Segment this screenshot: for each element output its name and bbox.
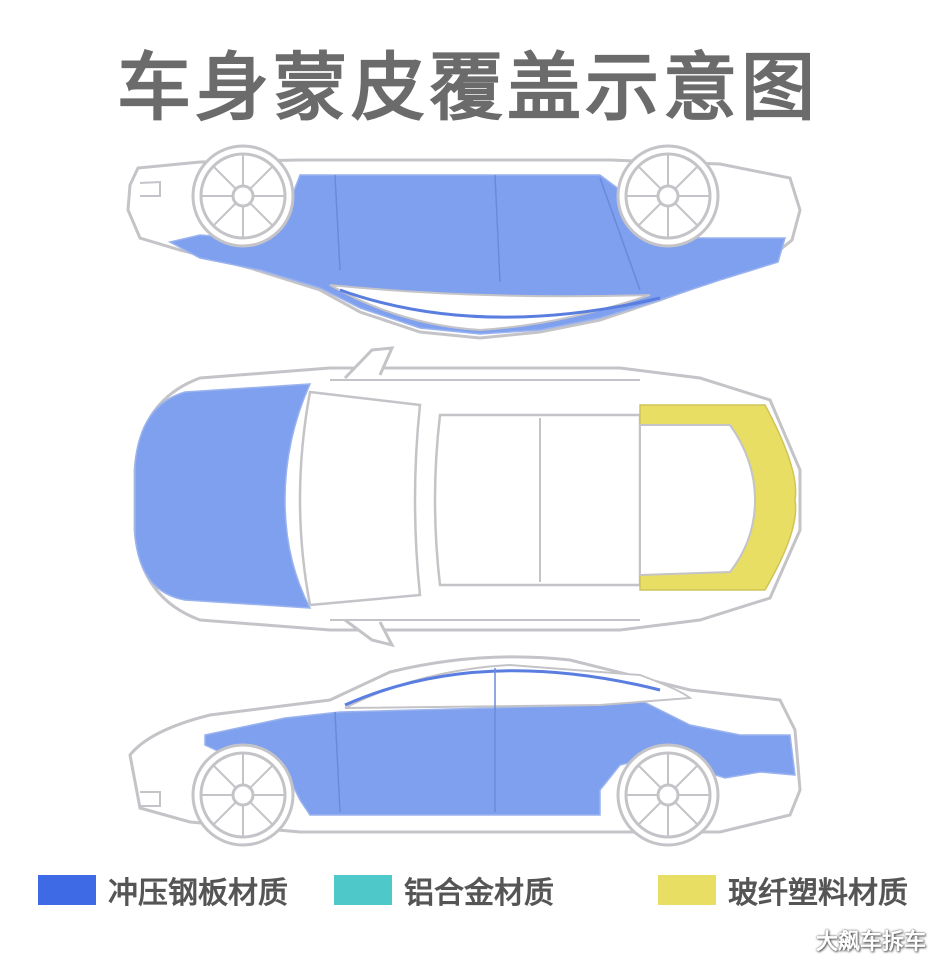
car-side-view-inverted xyxy=(126,144,802,340)
side-rear-wheel xyxy=(616,743,720,847)
legend-fiberglass-swatch xyxy=(658,875,716,905)
top-rear-window xyxy=(639,424,757,577)
legend-aluminum: 铝合金材质 xyxy=(334,872,554,911)
watermark: 大飙车拆车 xyxy=(815,930,926,955)
legend-steel-swatch xyxy=(38,875,96,905)
legend-aluminum-label: 铝合金材质 xyxy=(404,876,554,911)
top-glass-roof xyxy=(433,413,642,587)
diagram-title: 车身蒙皮覆盖示意图 xyxy=(117,45,819,131)
car-top-view xyxy=(133,346,802,648)
inverted-roof-stripe xyxy=(339,288,661,319)
top-hood-steel xyxy=(134,383,312,609)
legend-fiberglass: 玻纤塑料材质 xyxy=(658,872,908,911)
legend-aluminum-swatch xyxy=(334,875,392,905)
top-mirror-left xyxy=(343,346,395,380)
legend-steel-label: 冲压钢板材质 xyxy=(108,876,288,911)
top-mirror-right xyxy=(344,618,395,648)
side-front-wheel xyxy=(191,743,295,847)
inverted-front-wheel xyxy=(191,144,295,248)
legend-fiberglass-label: 玻纤塑料材质 xyxy=(728,876,908,911)
car-side-view xyxy=(128,655,802,847)
top-windshield xyxy=(298,390,422,607)
legend-steel: 冲压钢板材质 xyxy=(38,872,288,911)
inverted-rear-wheel xyxy=(616,144,720,248)
